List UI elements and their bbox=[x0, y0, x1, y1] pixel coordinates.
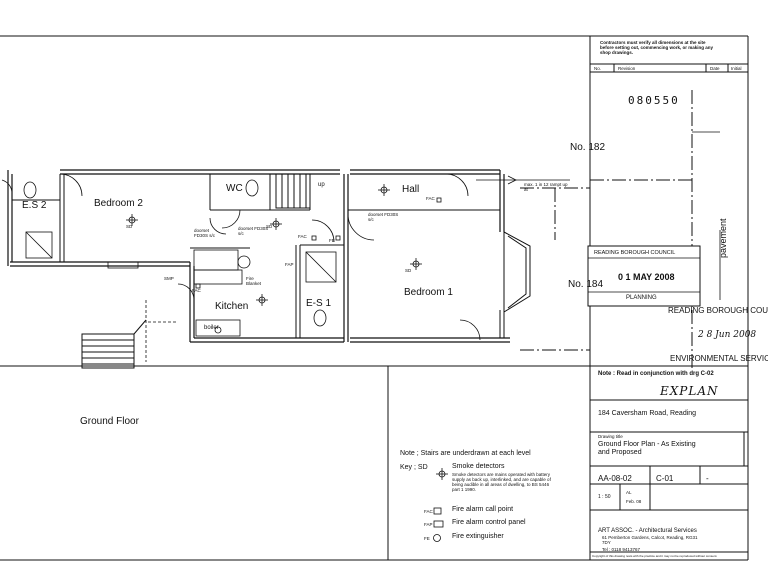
drawing-number: AA-08-02 bbox=[598, 474, 632, 483]
room-label-bedroom-1: Bedroom 1 bbox=[404, 287, 453, 298]
env-stamp-council: READING BOROUGH COUNCIL bbox=[668, 306, 768, 315]
room-label-hall: Hall bbox=[402, 184, 420, 195]
dashed-lines bbox=[145, 300, 178, 362]
drawing-title-label: Drawing title bbox=[598, 434, 623, 439]
room-label-es2: E.S 2 bbox=[22, 200, 47, 211]
doorset-label-hall: doorset FD30S s/c bbox=[368, 212, 399, 222]
env-stamp-date: 2 8 Jun 2008 bbox=[698, 330, 757, 340]
fac-label-hall: FAC bbox=[426, 196, 435, 201]
ramp-arrow bbox=[476, 175, 570, 185]
fe-label: FE bbox=[329, 238, 335, 243]
fac-symbols bbox=[195, 197, 442, 289]
drawing-revision: C-01 bbox=[656, 474, 674, 483]
boiler-label: boiler bbox=[204, 325, 219, 331]
room-label-bedroom-2: Bedroom 2 bbox=[94, 198, 143, 209]
env-stamp-dept: ENVIRONMENTAL SERVICES bbox=[670, 354, 768, 363]
key-fe-description: Fire extinguisher bbox=[452, 533, 504, 540]
rev-header-initial: Initial bbox=[731, 66, 742, 71]
key-fap-code: FAP bbox=[424, 522, 433, 527]
fap-label: FAP bbox=[285, 262, 294, 267]
fac-label-landing: FAC bbox=[298, 234, 307, 239]
drawing-title: Ground Floor Plan - As Existing and Prop… bbox=[598, 441, 696, 456]
room-label-wc: WC bbox=[226, 183, 243, 194]
drawn-by: AL bbox=[626, 490, 632, 495]
drawing-date: Feb. 08 bbox=[626, 499, 642, 504]
read-conjunction-note: Note : Read in conjunction with drg C-02 bbox=[598, 371, 714, 377]
key-label: Key ; SD bbox=[400, 464, 428, 471]
room-label-es1: E-S 1 bbox=[306, 298, 332, 309]
planning-stamp-council: READING BOROUGH COUNCIL bbox=[594, 250, 676, 256]
fac-label-kitchen: FAC bbox=[192, 288, 201, 293]
sd-label-bedroom-2: SD bbox=[126, 224, 133, 229]
fire-blanket-label: Fire Blanket bbox=[246, 276, 262, 286]
pavement-label: pavement bbox=[718, 218, 728, 258]
rev-header-no: No. bbox=[594, 66, 602, 71]
project-address: 184 Caversham Road, Reading bbox=[598, 410, 697, 417]
practice-name: ART ASSOC. - Architectural Services bbox=[598, 528, 697, 534]
key-smoke-detectors: Smoke detectors bbox=[452, 463, 505, 470]
practice-tel: Tel : 0118 9413767 bbox=[602, 547, 640, 552]
neighbour-no-182: No. 182 bbox=[570, 142, 606, 153]
planning-stamp-frame bbox=[587, 245, 701, 307]
key-fap-description: Fire alarm control panel bbox=[452, 519, 526, 526]
rev-header-date: Date bbox=[710, 66, 720, 71]
room-label-kitchen: Kitchen bbox=[215, 301, 249, 312]
key-smoke-description: Smoke detectors are mains operated with … bbox=[452, 472, 551, 492]
contractor-note: Contractors must verify all dimensions a… bbox=[600, 40, 714, 55]
planning-stamp-date: 0 1 MAY 2008 bbox=[618, 272, 675, 282]
fittings bbox=[23, 179, 337, 337]
drawing-scale: 1 : 50 bbox=[598, 494, 611, 500]
site-boundary bbox=[520, 90, 693, 370]
view-title-ground-floor: Ground Floor bbox=[80, 416, 139, 427]
drawing-rev-dash: - bbox=[706, 474, 709, 483]
rev-header-revision: Revision bbox=[618, 66, 636, 71]
doorset-label-left: doorset FD30S s/c bbox=[194, 228, 216, 238]
bay-window bbox=[499, 231, 531, 338]
smoke-detector-symbols bbox=[126, 184, 448, 480]
right-edge-marks bbox=[692, 131, 721, 300]
explan-handwritten: EXPLAN bbox=[660, 384, 719, 398]
ramp-label: max. 1 in 12 rampt up at bbox=[524, 182, 568, 192]
drawing-reference-number: 080550 bbox=[628, 94, 680, 107]
stairs-up-label: up bbox=[318, 182, 325, 188]
outer-walls bbox=[7, 169, 510, 343]
key-fac-code: FAC bbox=[424, 509, 433, 514]
hall-stairs bbox=[275, 173, 311, 209]
planning-stamp-dept: PLANNING bbox=[626, 295, 657, 301]
key-symbols bbox=[433, 507, 444, 542]
stairs-note: Note ; Stairs are underdrawn at each lev… bbox=[400, 450, 531, 457]
smp-label: SMP bbox=[164, 276, 174, 281]
door-swings bbox=[1, 173, 481, 341]
sd-label-bedroom-1: SD bbox=[405, 268, 412, 273]
copyright-note: Copyright of this drawing rests with the… bbox=[592, 554, 718, 558]
external-stairs bbox=[81, 319, 147, 369]
key-fe-code: FE bbox=[424, 536, 430, 541]
practice-address: 61 Pemberton Gardens, Calcot, Reading, R… bbox=[602, 535, 698, 545]
key-fac-description: Fire alarm call point bbox=[452, 506, 514, 513]
sd-label-landing: SD bbox=[266, 224, 273, 229]
doorset-label-mid: doorset FD30S s/c bbox=[238, 226, 269, 236]
neighbour-no-184: No. 184 bbox=[568, 279, 604, 290]
